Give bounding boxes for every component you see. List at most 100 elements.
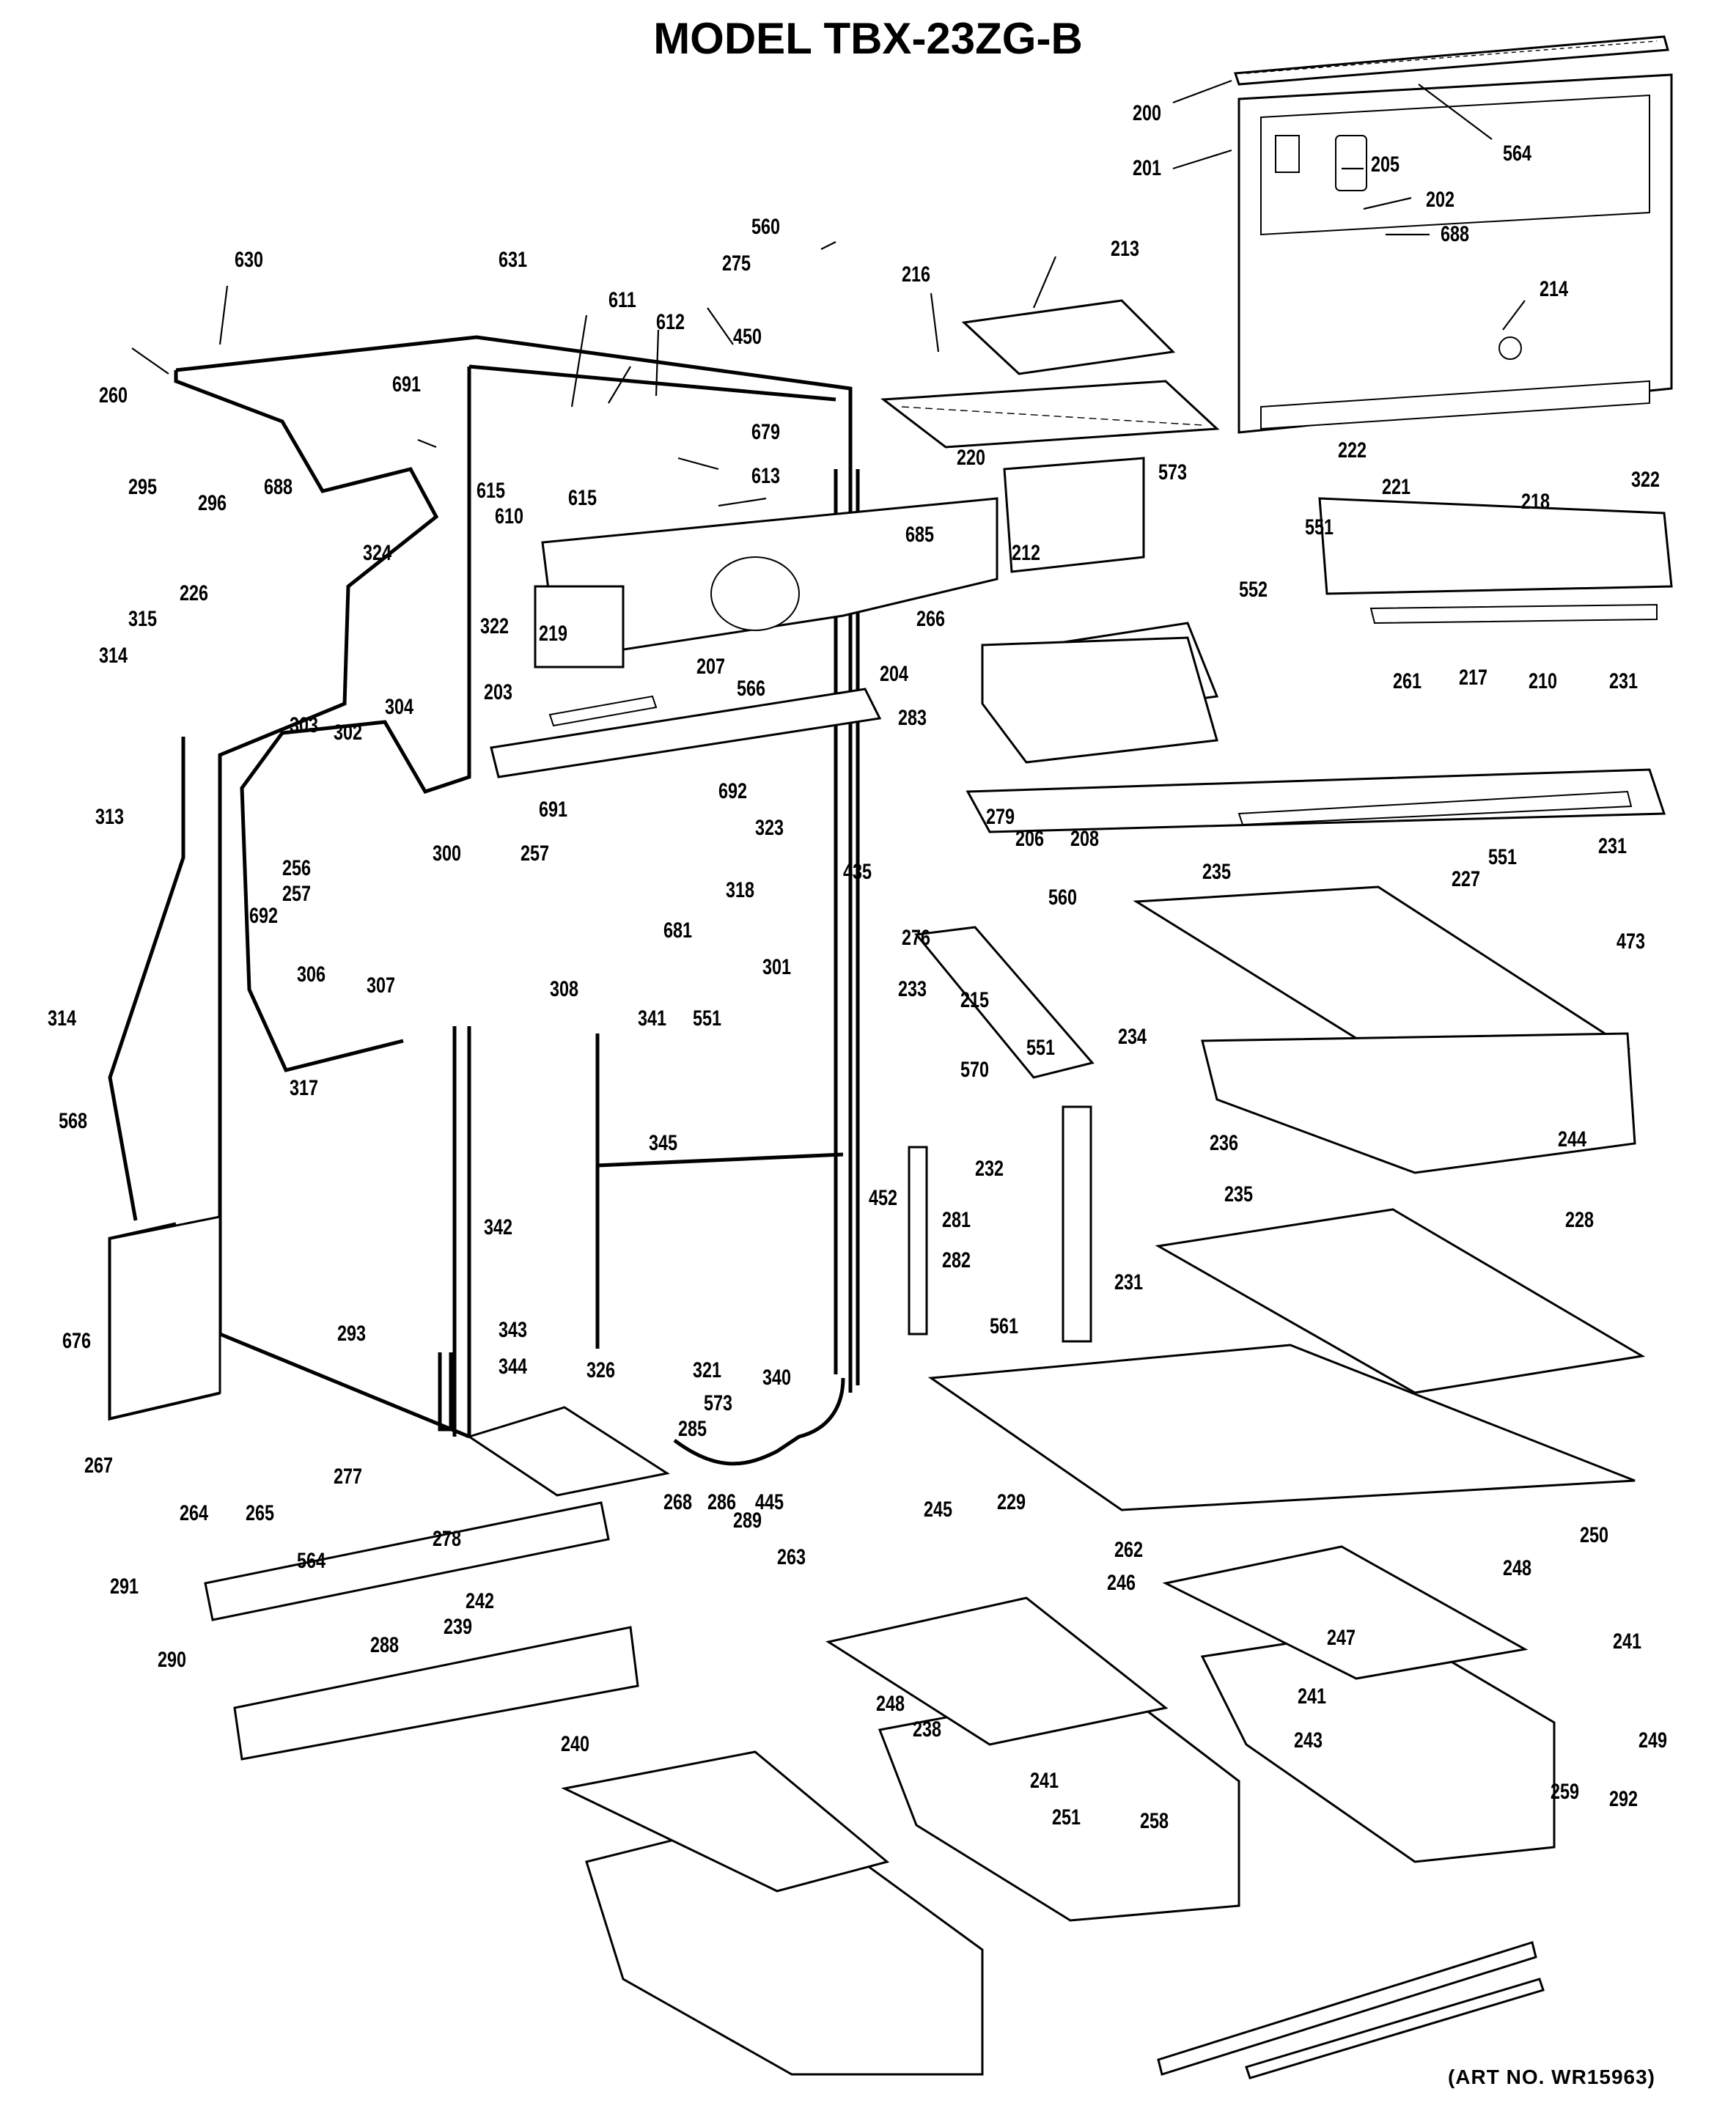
label-261: 261 — [1393, 669, 1422, 693]
label-564-top: 564 — [1503, 141, 1532, 166]
label-611: 611 — [608, 288, 636, 312]
label-239: 239 — [444, 1615, 473, 1639]
label-303: 303 — [290, 713, 319, 737]
label-300: 300 — [433, 841, 462, 866]
label-317: 317 — [290, 1076, 319, 1100]
label-204: 204 — [880, 662, 909, 686]
label-217: 217 — [1459, 666, 1488, 690]
label-259: 259 — [1551, 1780, 1580, 1804]
mullion-rail — [204, 1501, 610, 1621]
label-260: 260 — [99, 383, 128, 408]
label-301: 301 — [762, 955, 792, 979]
label-321: 321 — [693, 1358, 722, 1382]
label-213: 213 — [1111, 237, 1140, 261]
label-208: 208 — [1070, 827, 1100, 851]
label-227: 227 — [1452, 867, 1481, 891]
label-266: 266 — [916, 607, 946, 631]
label-288: 288 — [370, 1633, 400, 1657]
label-679: 679 — [751, 420, 781, 444]
label-296: 296 — [198, 491, 227, 515]
label-692-left: 692 — [249, 904, 279, 928]
label-215: 215 — [960, 988, 990, 1012]
label-231-bottom: 231 — [1114, 1270, 1144, 1294]
label-220: 220 — [957, 446, 986, 470]
label-324: 324 — [363, 541, 392, 565]
drain-tube — [108, 737, 185, 1221]
label-445: 445 — [755, 1490, 784, 1514]
label-218: 218 — [1521, 490, 1551, 514]
label-282: 282 — [942, 1248, 971, 1272]
label-256: 256 — [282, 856, 312, 880]
label-229: 229 — [997, 1490, 1026, 1514]
freezer-back-panel — [1237, 73, 1673, 434]
label-219: 219 — [539, 622, 568, 646]
label-263: 263 — [777, 1545, 806, 1569]
label-345: 345 — [649, 1131, 678, 1155]
evaporator-cover-bar — [490, 688, 882, 778]
label-292: 292 — [1609, 1787, 1638, 1811]
label-322-right: 322 — [1631, 468, 1660, 492]
label-573-mid: 573 — [704, 1391, 733, 1415]
label-615-left: 615 — [477, 479, 506, 503]
label-344: 344 — [499, 1355, 528, 1379]
label-248-left: 248 — [876, 1692, 905, 1716]
label-552: 552 — [1239, 578, 1268, 602]
label-235-bottom: 235 — [1224, 1182, 1254, 1206]
label-257-top: 257 — [521, 841, 550, 866]
label-242: 242 — [466, 1589, 495, 1613]
label-573-top: 573 — [1158, 460, 1188, 485]
label-314-top: 314 — [99, 644, 128, 668]
label-249: 249 — [1638, 1728, 1668, 1753]
label-435: 435 — [843, 860, 872, 884]
label-258: 258 — [1140, 1809, 1169, 1833]
top-grille — [1233, 35, 1669, 86]
egg-tray — [914, 926, 1095, 1079]
label-206: 206 — [1015, 827, 1045, 851]
label-275: 275 — [722, 251, 751, 276]
drain-pan — [466, 1406, 670, 1497]
label-241-bottom: 241 — [1030, 1769, 1059, 1793]
toe-grille — [233, 1626, 639, 1761]
label-251: 251 — [1052, 1805, 1081, 1830]
label-570: 570 — [960, 1058, 990, 1082]
label-308: 308 — [550, 977, 579, 1001]
label-304: 304 — [385, 695, 414, 719]
label-248-right: 248 — [1503, 1556, 1532, 1580]
label-560-mid: 560 — [1048, 885, 1078, 910]
label-342: 342 — [484, 1215, 513, 1239]
label-246: 246 — [1107, 1571, 1136, 1595]
model-title: MODEL TBX-23ZG-B — [653, 14, 1083, 63]
label-688-right: 688 — [1441, 222, 1470, 246]
label-326: 326 — [586, 1358, 616, 1382]
label-231-mid: 231 — [1598, 834, 1628, 858]
label-235-top: 235 — [1202, 860, 1232, 884]
label-210: 210 — [1529, 669, 1558, 693]
label-615-right: 615 — [568, 486, 597, 510]
label-201: 201 — [1133, 156, 1162, 180]
label-247: 247 — [1327, 1626, 1356, 1650]
defrost-heater — [548, 695, 658, 727]
label-631: 631 — [499, 248, 528, 272]
label-277: 277 — [334, 1465, 363, 1489]
label-295: 295 — [128, 475, 158, 499]
label-676: 676 — [62, 1329, 92, 1353]
label-232: 232 — [975, 1157, 1004, 1181]
label-233: 233 — [898, 977, 927, 1001]
label-612: 612 — [656, 310, 685, 334]
label-250: 250 — [1580, 1523, 1609, 1547]
label-291: 291 — [110, 1574, 139, 1599]
label-241-right: 241 — [1613, 1629, 1642, 1654]
label-257-bottom: 257 — [282, 882, 312, 906]
label-203: 203 — [484, 680, 513, 704]
label-290: 290 — [158, 1648, 187, 1672]
bottom-crispers — [561, 1545, 1556, 2076]
label-568: 568 — [59, 1109, 88, 1133]
label-681: 681 — [663, 918, 693, 943]
label-343: 343 — [499, 1318, 528, 1342]
label-264: 264 — [180, 1501, 209, 1525]
label-318: 318 — [726, 878, 755, 902]
label-307: 307 — [367, 973, 396, 998]
label-630: 630 — [235, 248, 264, 272]
label-279: 279 — [986, 805, 1015, 829]
